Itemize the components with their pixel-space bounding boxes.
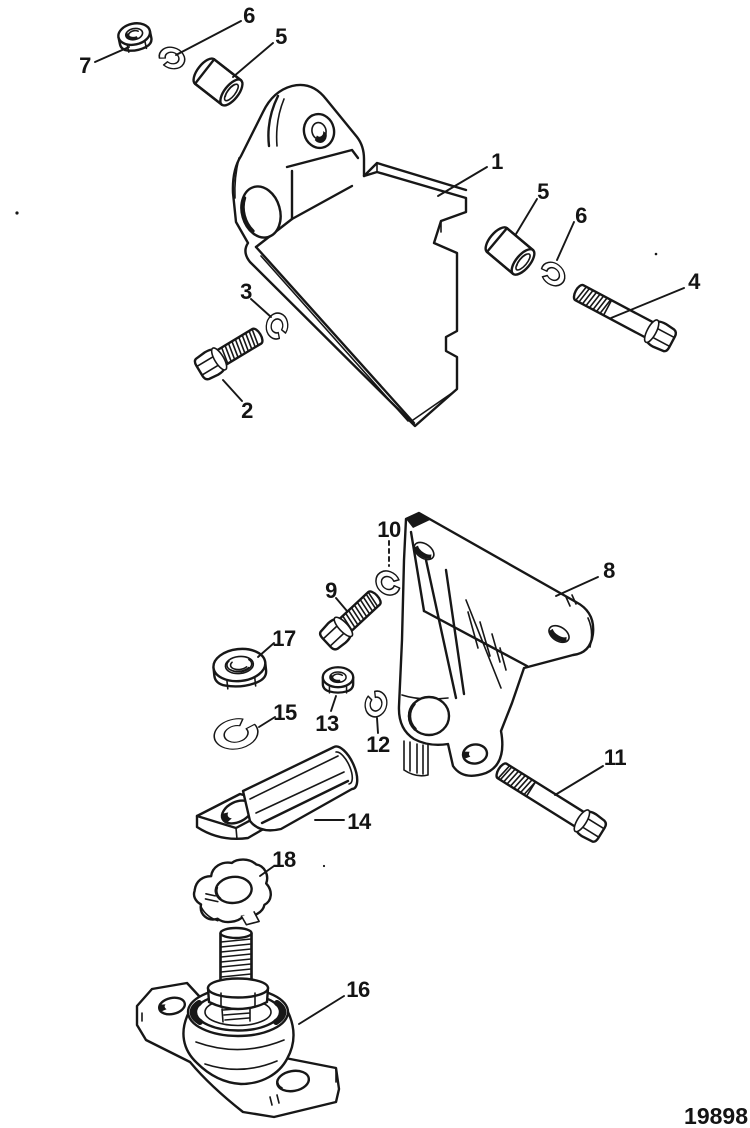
print-specks — [15, 211, 658, 868]
flange-slot-right — [548, 624, 570, 644]
callout-12: 12 — [366, 732, 390, 757]
callout-5-upper: 5 — [275, 24, 287, 49]
callout-7: 7 — [79, 53, 91, 78]
tab-washer-18 — [192, 858, 272, 926]
leader-line-5-upper — [232, 42, 274, 78]
bracket-bore — [407, 695, 451, 737]
link-14 — [195, 745, 359, 841]
leader-line-1 — [437, 166, 488, 197]
lock-washer-6-upper — [158, 46, 186, 70]
leader-line-7 — [94, 46, 130, 63]
callout-3: 3 — [240, 279, 252, 304]
lock-washer-15 — [213, 718, 259, 750]
lock-washer-10 — [375, 570, 401, 596]
engine-mount-16 — [135, 926, 341, 1119]
leader-line-18 — [259, 865, 275, 877]
callout-4: 4 — [688, 269, 701, 294]
leader-line-17 — [257, 642, 275, 658]
callout-18: 18 — [272, 847, 296, 872]
leader-line-11 — [554, 765, 604, 796]
callout-9: 9 — [325, 578, 337, 603]
mount-base-hole-left — [157, 996, 187, 1016]
callout-6-right: 6 — [575, 203, 587, 228]
leader-line-8 — [555, 576, 599, 597]
callout-14: 14 — [347, 809, 372, 834]
bracket-side-hole — [240, 185, 282, 239]
bracket-lug-hole — [302, 112, 336, 150]
callout-16: 16 — [346, 977, 370, 1002]
lock-washer-12 — [364, 690, 388, 718]
leader-lines — [94, 20, 685, 1025]
leader-line-9 — [335, 597, 348, 612]
leader-line-3 — [250, 298, 272, 318]
spacer-5-upper — [192, 57, 244, 107]
hex-nut-13 — [321, 666, 355, 694]
callout-11: 11 — [604, 745, 627, 770]
leader-line-6-upper — [175, 20, 242, 56]
hex-bolt-9 — [318, 590, 382, 651]
mount-stud-nut — [206, 977, 270, 1011]
callout-1: 1 — [491, 149, 503, 174]
leader-line-15 — [258, 716, 276, 728]
hex-bolt-4 — [572, 283, 678, 353]
callout-13: 13 — [315, 711, 339, 736]
link-eye-hole — [220, 799, 254, 825]
leader-line-5-right — [515, 198, 538, 235]
leader-line-4 — [610, 287, 685, 319]
callout-10: 10 — [377, 517, 401, 542]
callout-15: 15 — [273, 700, 297, 725]
leader-line-16 — [298, 995, 345, 1025]
leader-line-6-right — [556, 221, 575, 261]
hex-bolt-2 — [193, 327, 264, 381]
mount-base-hole-right — [275, 1069, 311, 1093]
figure-number: 19898 — [684, 1103, 748, 1128]
spacer-5-right — [484, 226, 536, 276]
lower-mount-bracket — [397, 511, 595, 777]
leader-line-2 — [222, 379, 243, 402]
upper-mount-bracket — [231, 83, 468, 428]
callout-labels: 7 6 5 1 5 6 4 3 2 10 9 8 17 15 13 12 11 … — [79, 3, 702, 1002]
hex-bolt-11 — [495, 762, 608, 843]
bracket-ear-hole — [461, 743, 489, 765]
flange-slot-left — [413, 541, 435, 561]
callout-5-right: 5 — [537, 179, 549, 204]
leader-line-13 — [330, 695, 337, 712]
callout-6-upper: 6 — [243, 3, 255, 28]
lock-washer-6-right — [540, 261, 566, 287]
callout-8: 8 — [603, 558, 615, 583]
hex-nut-7 — [117, 22, 153, 53]
mount-stud — [219, 926, 253, 990]
lock-washer-3 — [265, 312, 289, 340]
leader-line-12 — [376, 717, 379, 734]
hex-nut-17 — [212, 647, 268, 690]
callout-2: 2 — [241, 398, 253, 423]
callout-17: 17 — [272, 626, 296, 651]
